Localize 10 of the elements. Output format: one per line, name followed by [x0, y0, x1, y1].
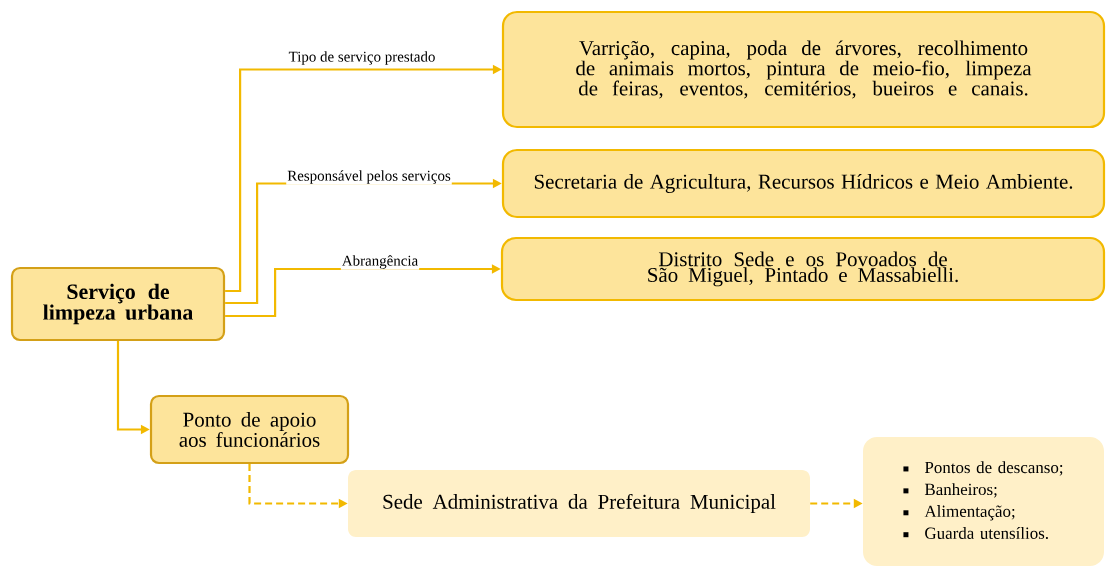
process-box: Sede Administrativa da Prefeitura Municipal	[348, 470, 810, 537]
edge-label: Tipo de serviço prestado	[287, 50, 437, 66]
edge-label: Responsável pelos serviços	[286, 169, 452, 185]
edge-label: Abrangência	[340, 254, 420, 270]
process-box: Varrição, capina, poda de árvores, recolhimento de animais mortos, pintura de meio-fio, limpeza de feiras, eventos, cemitérios, bueiros e canais.	[501, 10, 1106, 129]
list-box: Pontos de descanso; Banheiros; Alimentação; Guarda utensílios.	[863, 437, 1104, 566]
process-box: Serviço de limpeza urbana	[10, 266, 226, 342]
process-box: Distrito Sede e os Povoados de São Miguel, Pintado e Massabielli.	[500, 236, 1106, 302]
process-box: Secretaria de Agricultura, Recursos Hídricos e Meio Ambiente.	[501, 148, 1106, 219]
process-box: Ponto de apoio aos funcionários	[149, 394, 350, 465]
